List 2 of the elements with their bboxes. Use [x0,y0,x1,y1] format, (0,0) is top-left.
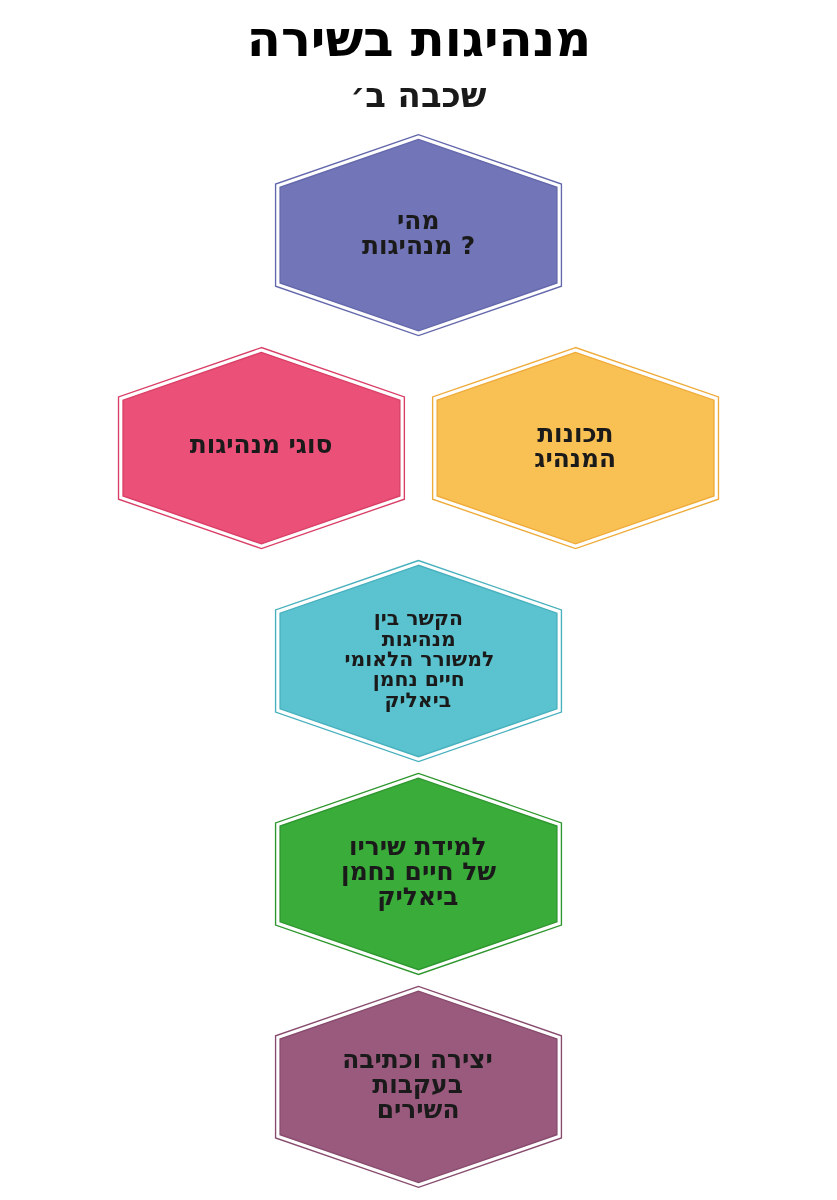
label: שכבה ב׳ [350,75,487,115]
diagram-title: מנהיגות בשירה [246,10,592,69]
